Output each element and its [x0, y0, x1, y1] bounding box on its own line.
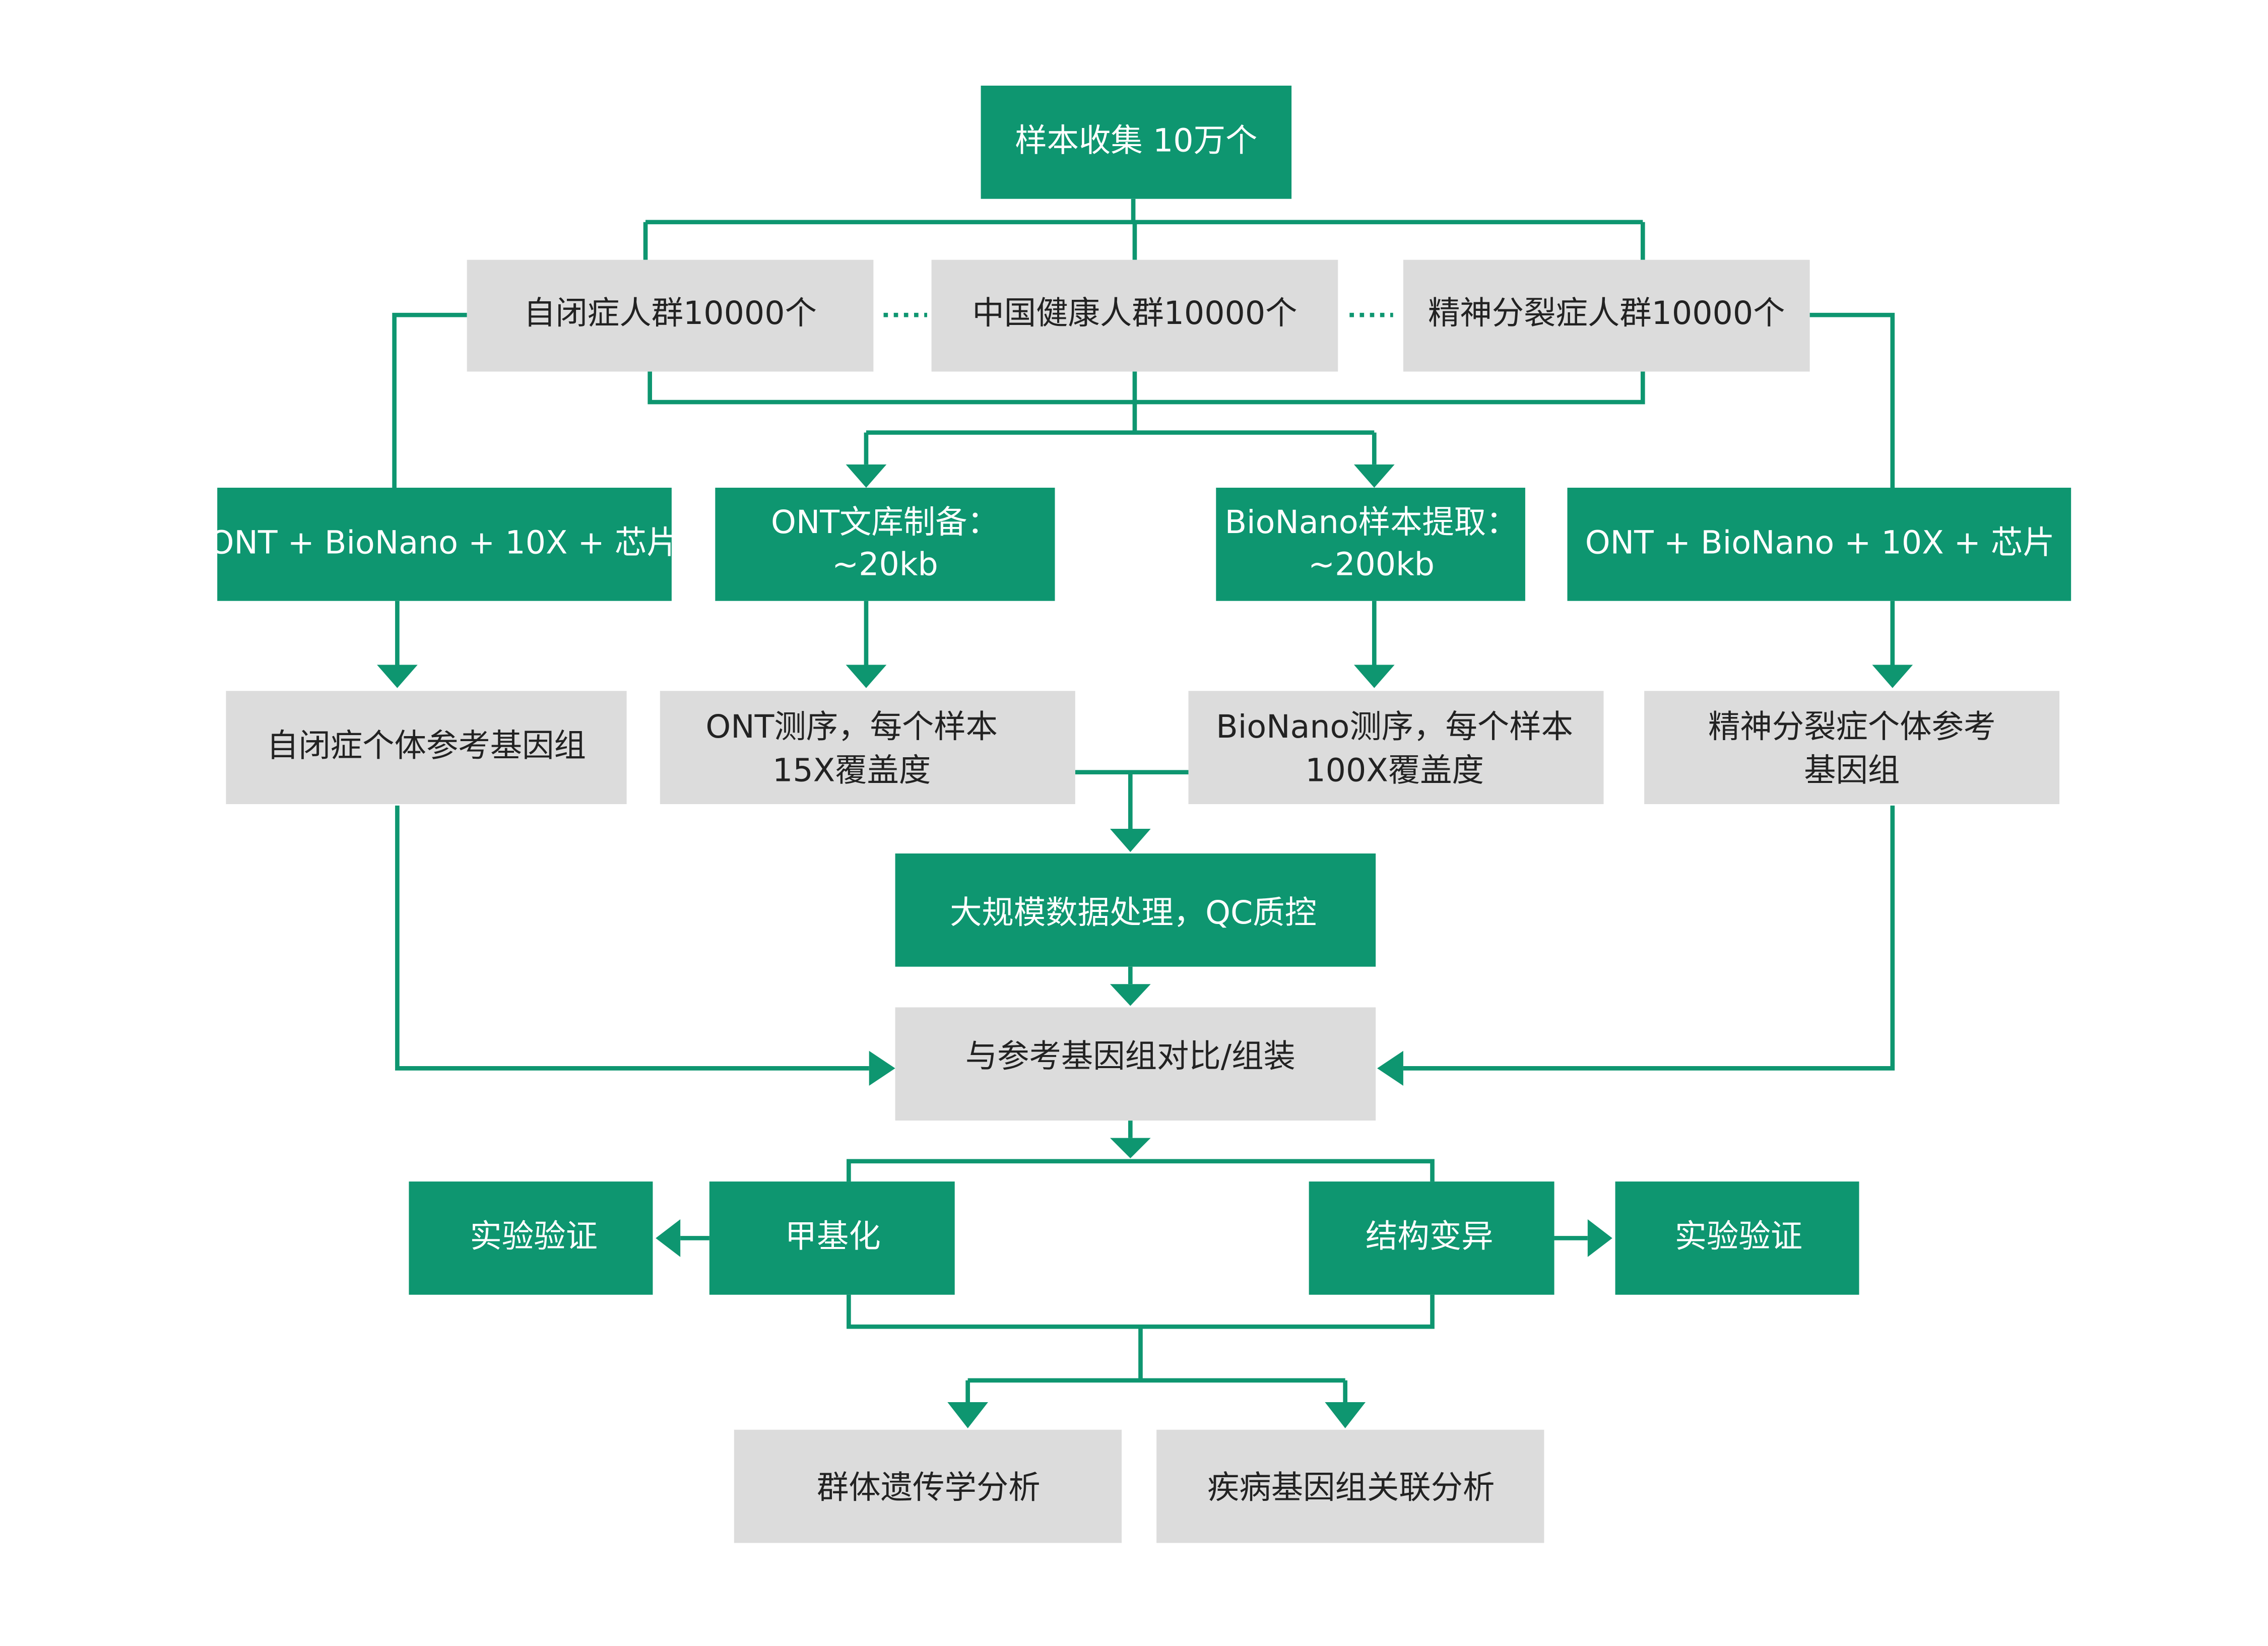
node-methylation: 甲基化 — [709, 1181, 955, 1295]
connector-sample-to-groups — [643, 199, 1645, 260]
connector-sequencing-merge — [1075, 770, 1189, 829]
node-text-line-1: BioNano测序，每个样本 — [1216, 708, 1573, 745]
node-text: 与参考基因组对比/组装 — [965, 1037, 1295, 1075]
arrow-right-into-alignment — [869, 1050, 895, 1086]
svg-text:自闭症个体参考基因组: 自闭症个体参考基因组 — [267, 727, 586, 764]
arrow-down-ont-seq — [846, 665, 887, 688]
arrow-down-alignment — [1110, 984, 1151, 1006]
node-text: 实验验证 — [470, 1217, 597, 1255]
arrow-left-validation — [656, 1219, 681, 1257]
node-schizo-reference: 精神分裂症个体参考 基因组 — [1644, 691, 2060, 805]
node-text-line-1: 精神分裂症个体参考 — [1708, 708, 1995, 745]
svg-text:BioNano测序，每个样本: BioNano测序，每个样本 — [1216, 708, 1573, 745]
arrowheads — [377, 464, 1913, 1428]
node-bionano-extract: BioNano样本提取： ~200kb — [1216, 488, 1525, 601]
node-text: 精神分裂症人群10000个 — [1428, 294, 1785, 332]
svg-text:实验验证: 实验验证 — [470, 1217, 597, 1255]
node-autism-reference: 自闭症个体参考基因组 — [226, 691, 627, 805]
node-data-processing: 大规模数据处理，QC质控 — [895, 853, 1376, 967]
arrow-down-ont-library — [846, 464, 887, 488]
connectors — [392, 199, 1895, 1402]
node-ont-library: ONT文库制备： ~20kb — [715, 488, 1055, 601]
arrow-down-bionano-seq — [1353, 665, 1395, 688]
nodes: 样本收集 10万个 自闭症人群10000个 中国健康人群10000个 精神分裂症… — [209, 85, 2071, 1543]
node-text: 自闭症个体参考基因组 — [267, 727, 586, 764]
node-text: ONT + BioNano + 10X + 芯片 — [1585, 523, 2055, 561]
svg-text:BioNano样本提取：: BioNano样本提取： — [1225, 503, 1518, 541]
svg-text:15X覆盖度: 15X覆盖度 — [772, 751, 931, 788]
svg-text:甲基化: 甲基化 — [785, 1217, 881, 1255]
node-text-line-2: ~20kb — [832, 545, 938, 582]
svg-text:群体遗传学分析: 群体遗传学分析 — [817, 1468, 1041, 1505]
svg-text:结构变异: 结构变异 — [1366, 1217, 1494, 1255]
arrow-down-autism-ref — [377, 665, 418, 688]
node-text-line-1: BioNano样本提取： — [1225, 503, 1518, 541]
svg-text:基因组: 基因组 — [1804, 751, 1900, 788]
node-text: 大规模数据处理，QC质控 — [950, 894, 1317, 931]
node-text: 结构变异 — [1366, 1217, 1494, 1255]
node-text-line-2: 基因组 — [1804, 751, 1900, 788]
node-structural-variation: 结构变异 — [1309, 1181, 1554, 1295]
node-text-line-2: ~200kb — [1308, 545, 1435, 582]
node-population-genetics: 群体遗传学分析 — [734, 1429, 1122, 1543]
node-text: 中国健康人群10000个 — [972, 294, 1297, 332]
svg-text:ONT + BioNano + 10X + 芯片: ONT + BioNano + 10X + 芯片 — [209, 523, 679, 561]
svg-text:精神分裂症个体参考: 精神分裂症个体参考 — [1708, 708, 1995, 745]
node-text: 群体遗传学分析 — [817, 1468, 1041, 1505]
connector-branch-bottom — [847, 1294, 1435, 1402]
node-bionano-sequencing: BioNano测序，每个样本 100X覆盖度 — [1188, 691, 1604, 805]
node-validation-right: 实验验证 — [1615, 1181, 1859, 1295]
node-alignment-assembly: 与参考基因组对比/组装 — [895, 1007, 1376, 1121]
arrow-down-branch — [1110, 1138, 1151, 1158]
node-autism-group: 自闭症人群10000个 — [467, 259, 874, 372]
svg-text:精神分裂症人群10000个: 精神分裂症人群10000个 — [1428, 294, 1785, 332]
node-text: 自闭症人群10000个 — [524, 294, 817, 332]
connector-groups-merge — [647, 371, 1645, 405]
connector-merge-to-ont-library — [864, 402, 1375, 465]
arrow-down-population — [947, 1402, 988, 1428]
node-ont-sequencing: ONT测序，每个样本 15X覆盖度 — [660, 691, 1075, 805]
svg-text:与参考基因组对比/组装: 与参考基因组对比/组装 — [965, 1037, 1295, 1075]
node-text-line-2: 100X覆盖度 — [1305, 751, 1484, 788]
arrow-right-validation — [1587, 1219, 1612, 1257]
svg-text:疾病基因组关联分析: 疾病基因组关联分析 — [1207, 1468, 1495, 1505]
svg-text:中国健康人群10000个: 中国健康人群10000个 — [972, 294, 1297, 332]
svg-text:样本收集 10万个: 样本收集 10万个 — [1015, 121, 1257, 159]
arrow-left-into-alignment — [1377, 1050, 1403, 1086]
node-text: 甲基化 — [785, 1217, 881, 1255]
node-validation-left: 实验验证 — [409, 1181, 653, 1295]
arrow-down-bionano-extract — [1353, 464, 1395, 488]
node-healthy-group: 中国健康人群10000个 — [931, 259, 1338, 372]
node-platform-right: ONT + BioNano + 10X + 芯片 — [1567, 488, 2071, 601]
svg-text:~20kb: ~20kb — [832, 545, 938, 582]
svg-text:ONT测序，每个样本: ONT测序，每个样本 — [705, 708, 998, 745]
arrow-down-processing — [1110, 829, 1151, 852]
node-sample-collection: 样本收集 10万个 — [981, 85, 1292, 199]
connector-schizo-to-platform — [1809, 312, 1895, 488]
svg-text:~200kb: ~200kb — [1308, 545, 1435, 582]
node-text: 疾病基因组关联分析 — [1207, 1468, 1495, 1505]
arrow-down-schizo-ref — [1872, 665, 1913, 688]
node-schizo-group: 精神分裂症人群10000个 — [1403, 259, 1810, 372]
node-platform-left: ONT + BioNano + 10X + 芯片 — [209, 488, 679, 601]
svg-text:实验验证: 实验验证 — [1675, 1217, 1802, 1255]
node-disease-association: 疾病基因组关联分析 — [1156, 1429, 1544, 1543]
node-text-line-2: 15X覆盖度 — [772, 751, 931, 788]
connector-autism-ref-to-alignment — [395, 805, 869, 1071]
svg-text:ONT文库制备：: ONT文库制备： — [771, 503, 999, 541]
node-text: ONT + BioNano + 10X + 芯片 — [209, 523, 679, 561]
svg-text:100X覆盖度: 100X覆盖度 — [1305, 751, 1484, 788]
node-text-line-1: ONT文库制备： — [771, 503, 999, 541]
connector-autism-to-platform — [392, 312, 467, 488]
svg-text:自闭症人群10000个: 自闭症人群10000个 — [524, 294, 817, 332]
node-text: 样本收集 10万个 — [1015, 121, 1257, 159]
connector-branch-top — [847, 1159, 1435, 1182]
node-text: 实验验证 — [1675, 1217, 1802, 1255]
node-text-line-1: ONT测序，每个样本 — [705, 708, 998, 745]
arrow-down-disease — [1325, 1402, 1366, 1428]
svg-text:大规模数据处理，QC质控: 大规模数据处理，QC质控 — [950, 894, 1317, 931]
svg-text:ONT + BioNano + 10X + 芯片: ONT + BioNano + 10X + 芯片 — [1585, 523, 2055, 561]
connector-schizo-ref-to-alignment — [1403, 805, 1895, 1071]
